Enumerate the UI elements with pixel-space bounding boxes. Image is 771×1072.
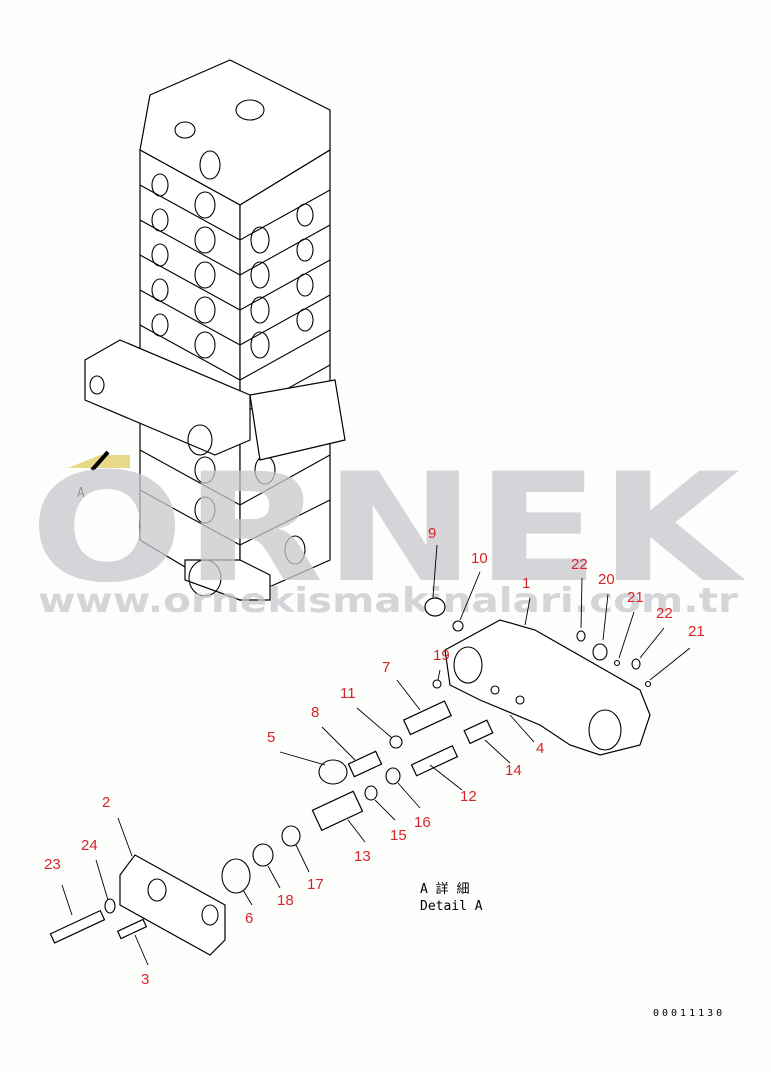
callout-8: 8	[311, 704, 319, 721]
part-callouts: 9 10 1 22 20 21 22 21 7 19 11 8 5 4 14 1…	[44, 525, 705, 988]
callout-4: 4	[536, 740, 544, 757]
callout-23: 23	[44, 856, 61, 873]
callout-24: 24	[81, 837, 98, 854]
callout-22: 22	[656, 605, 673, 622]
callout-21: 21	[688, 623, 705, 640]
watermark: ORNEK www.ornekismakinalari.com.tr	[30, 442, 746, 621]
leader-lines	[61, 544, 691, 966]
detail-caption-jp: A 詳 細	[420, 881, 469, 897]
callout-5: 5	[267, 729, 275, 746]
drawing-number: 00011130	[653, 1008, 725, 1019]
callout-19: 19	[433, 647, 450, 664]
callout-14: 14	[505, 762, 522, 779]
callout-11: 11	[340, 685, 356, 702]
view-arrow-a: A	[68, 450, 130, 501]
view-label-a: A	[77, 486, 85, 501]
control-valve-assembly	[84, 59, 346, 602]
callout-15: 15	[390, 827, 407, 844]
callout-17: 17	[307, 876, 324, 893]
callout-22: 22	[571, 556, 588, 573]
svg-text:www.ornekismakinalari.com.tr: www.ornekismakinalari.com.tr	[38, 581, 738, 621]
callout-1: 1	[522, 575, 530, 592]
svg-text:ORNEK: ORNEK	[30, 442, 746, 616]
callout-2: 2	[102, 794, 110, 811]
callout-7: 7	[382, 659, 390, 676]
callout-10: 10	[471, 550, 488, 567]
callout-6: 6	[245, 910, 253, 927]
callout-20: 20	[598, 571, 615, 588]
detail-a-parts	[49, 597, 652, 956]
callout-21: 21	[627, 589, 644, 606]
detail-caption-en: Detail A	[420, 899, 483, 914]
callout-16: 16	[414, 814, 431, 831]
callout-3: 3	[141, 971, 149, 988]
callout-18: 18	[277, 892, 294, 909]
callout-9: 9	[428, 525, 436, 542]
callout-12: 12	[460, 788, 477, 805]
callout-13: 13	[354, 848, 371, 865]
